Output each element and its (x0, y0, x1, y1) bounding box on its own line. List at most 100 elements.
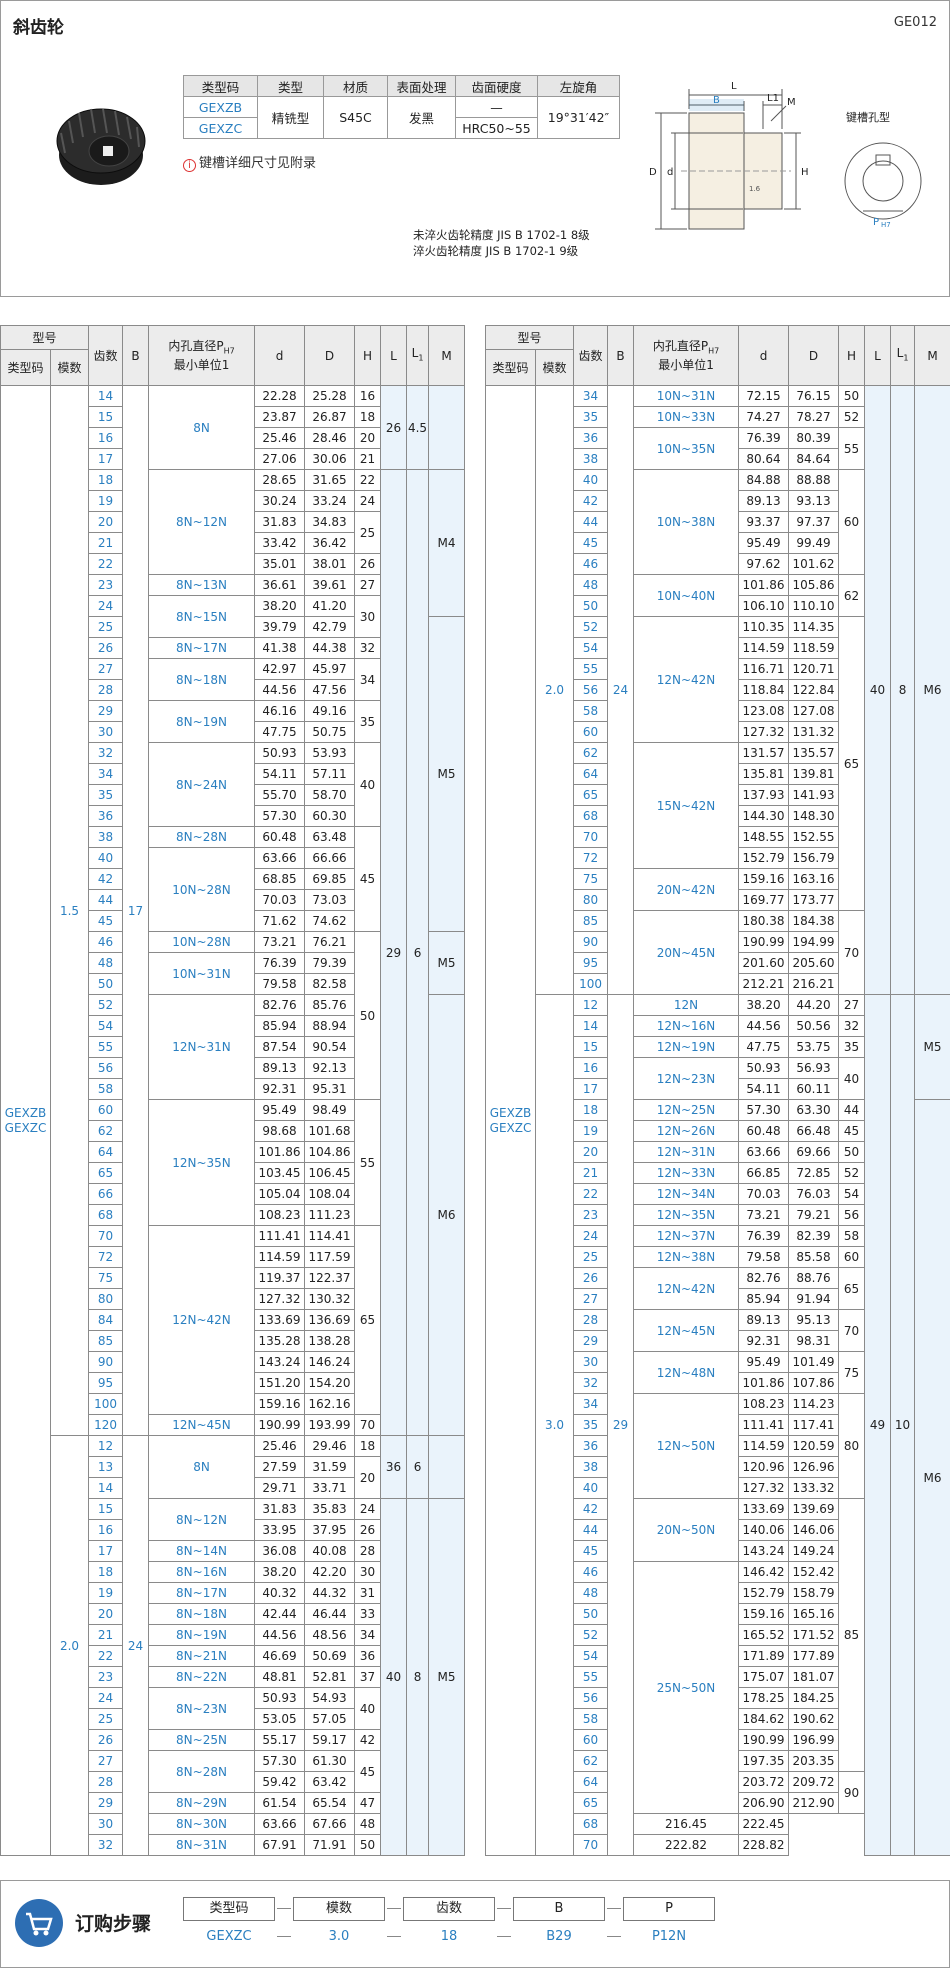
d-cell: 201.60 (738, 952, 790, 974)
spec-material: S45C (323, 96, 388, 139)
d-cell: 127.32 (738, 721, 790, 743)
D-cell: 114.41 (304, 1225, 356, 1247)
h-cell: 32 (354, 637, 382, 659)
D-cell: 60.11 (788, 1078, 840, 1100)
h-cell: 47 (354, 1792, 382, 1814)
teeth-cell: 64 (88, 1141, 124, 1163)
teeth-cell: 29 (88, 1792, 124, 1814)
bore-cell: 12N~48N (633, 1351, 740, 1394)
d-cell: 82.76 (738, 1267, 790, 1289)
bore-cell: 20N~42N (633, 868, 740, 911)
D-cell: 50.69 (304, 1645, 356, 1667)
d-cell: 66.85 (738, 1162, 790, 1184)
col-d: d (738, 325, 790, 386)
d-cell: 54.11 (254, 763, 306, 785)
bore-cell: 25N~50N (633, 1561, 740, 1814)
D-cell: 78.27 (788, 406, 840, 428)
col-B: B (607, 325, 635, 386)
bore-cell: 12N~38N (633, 1246, 740, 1268)
teeth-cell: 50 (573, 1603, 609, 1625)
D-cell: 63.30 (788, 1099, 840, 1121)
D-cell: 190.62 (788, 1708, 840, 1730)
D-cell: 106.45 (304, 1162, 356, 1184)
d-cell: 42.97 (254, 658, 306, 680)
D-cell: 45.97 (304, 658, 356, 680)
d-cell: 140.06 (738, 1519, 790, 1541)
d-cell: 84.88 (738, 469, 790, 491)
bore-cell: 12N~37N (633, 1225, 740, 1247)
type-code-text: GEXZC (4, 1120, 47, 1135)
d-cell: 152.79 (738, 847, 790, 869)
h-cell: 40 (838, 1057, 866, 1100)
l-cell: 26 (380, 385, 408, 470)
teeth-cell: 22 (573, 1183, 609, 1205)
D-cell: 196.99 (788, 1729, 840, 1751)
d-cell: 123.08 (738, 700, 790, 722)
teeth-cell: 18 (88, 469, 124, 491)
col-L1: L1 (406, 325, 430, 386)
d-cell: 72.15 (738, 385, 790, 407)
h-cell: 60 (838, 1246, 866, 1268)
h-cell: 70 (354, 1414, 382, 1436)
col-M: M (428, 325, 466, 386)
col-model: 型号 (0, 325, 90, 350)
d-cell: 171.89 (738, 1645, 790, 1667)
d-cell: 70.03 (254, 889, 306, 911)
D-cell: 209.72 (788, 1771, 840, 1793)
precision-line: 未淬火齿轮精度 JIS B 1702-1 8级 (413, 228, 590, 242)
order-step-label: P (623, 1897, 715, 1921)
teeth-cell: 28 (88, 679, 124, 701)
teeth-cell: 75 (573, 868, 609, 890)
order-step-value: 18 (440, 1929, 458, 1944)
h-cell: 90 (838, 1771, 866, 1814)
d-cell: 146.42 (738, 1561, 790, 1583)
teeth-cell: 24 (573, 1225, 609, 1247)
teeth-cell: 58 (88, 1078, 124, 1100)
teeth-cell: 38 (573, 448, 609, 470)
teeth-cell: 25 (573, 1246, 609, 1268)
h-cell: 26 (354, 553, 382, 575)
bore-cell: 8N~15N (148, 595, 256, 638)
d-cell: 105.04 (254, 1183, 306, 1205)
teeth-cell: 85 (88, 1330, 124, 1352)
keyway-note-text: 键槽详细尺寸见附录 (199, 156, 317, 171)
teeth-cell: 100 (88, 1393, 124, 1415)
D-cell: 33.24 (304, 490, 356, 512)
teeth-cell: 19 (88, 490, 124, 512)
drawing-label-chamfer: 1.6 (749, 185, 761, 193)
teeth-cell: 46 (573, 1561, 609, 1583)
d-cell: 28.65 (254, 469, 306, 491)
d-cell: 89.13 (254, 1057, 306, 1079)
teeth-cell: 18 (88, 1561, 124, 1583)
bore-cell: 12N~31N (633, 1141, 740, 1163)
col-model: 型号 (484, 325, 575, 350)
D-cell: 36.42 (304, 532, 356, 554)
teeth-cell: 62 (88, 1120, 124, 1142)
teeth-cell: 34 (573, 385, 609, 407)
m-cell: M6 (914, 1099, 950, 1856)
D-cell: 205.60 (788, 952, 840, 974)
d-cell: 87.54 (254, 1036, 306, 1058)
D-cell: 162.16 (304, 1393, 356, 1415)
teeth-cell: 45 (88, 910, 124, 932)
bore-cell: 8N~12N (148, 1498, 256, 1541)
D-cell: 57.05 (304, 1708, 356, 1730)
D-cell: 54.93 (304, 1687, 356, 1709)
